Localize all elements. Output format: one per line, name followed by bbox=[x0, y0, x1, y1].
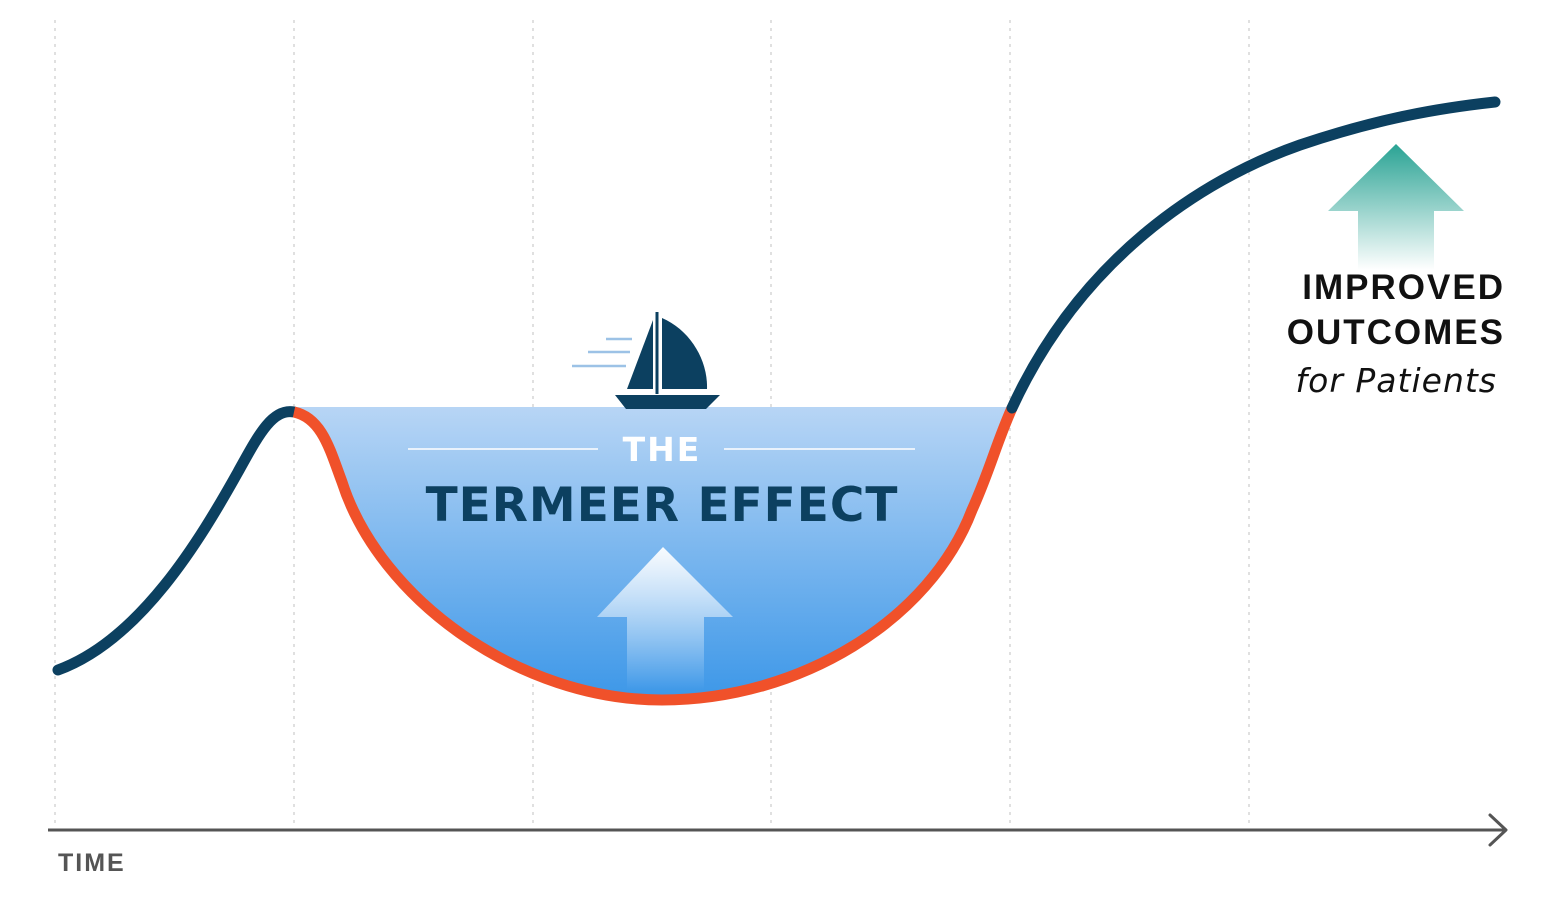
effect-title-the: THE bbox=[623, 430, 702, 469]
up-arrow-icon bbox=[1328, 144, 1464, 270]
curve-rise bbox=[52, 406, 300, 676]
outcome-line-3: for Patients bbox=[1296, 361, 1497, 400]
curve-dip bbox=[292, 405, 1018, 706]
sailboat-icon bbox=[572, 312, 720, 409]
up-arrow-icon bbox=[597, 547, 733, 690]
effect-title-main: TERMEER EFFECT bbox=[426, 478, 899, 533]
outcome-line-1: IMPROVED bbox=[1302, 268, 1505, 307]
curve-recovery bbox=[1006, 96, 1501, 414]
boat-hull bbox=[615, 395, 720, 409]
axis-arrowhead-icon bbox=[1488, 813, 1508, 847]
water-fill bbox=[294, 408, 1012, 700]
grid-lines bbox=[54, 20, 1250, 828]
time-axis-label: TIME bbox=[58, 849, 126, 877]
outcome-line-2: OUTCOMES bbox=[1287, 313, 1505, 352]
boat-sail-left bbox=[627, 320, 653, 389]
boat-sail-right bbox=[662, 318, 708, 389]
